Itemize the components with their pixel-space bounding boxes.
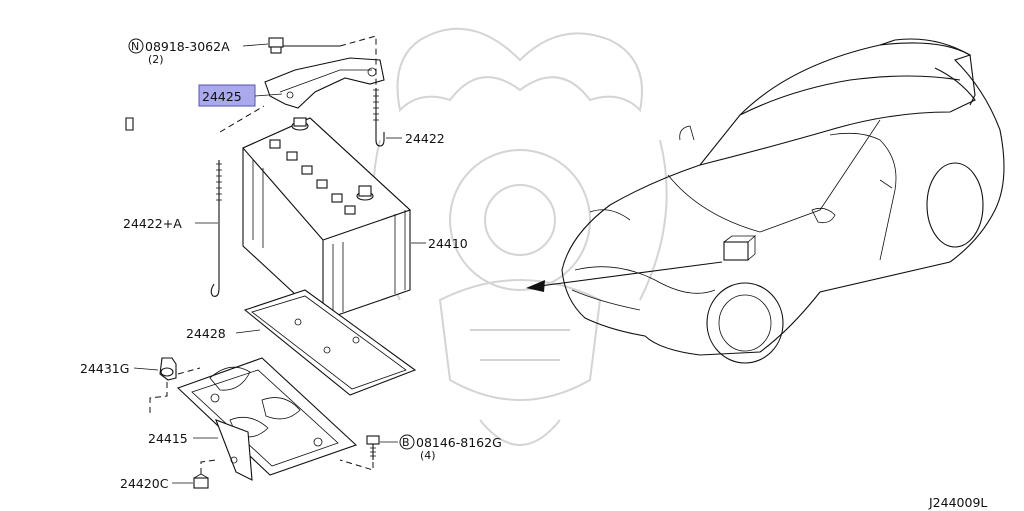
bolt-symbol-circle [399,434,415,450]
frame-dash-guide [219,35,377,133]
rod-lower-part-number[interactable]: 24422+A [123,216,182,231]
battery-tray[interactable] [243,289,417,396]
watermark-emblem [372,27,668,446]
bolt-part-number[interactable]: 08146-8162G [416,435,502,450]
nut-symbol: N [131,40,139,53]
bolt[interactable] [366,435,380,460]
nut-quantity: (2) [148,53,164,66]
lower-nut[interactable] [193,473,209,489]
nut-part[interactable] [268,37,340,54]
nut-part-number[interactable]: 08918-3062A [145,39,230,54]
bolt-dash-guide [339,459,374,471]
bracket-part-number[interactable]: 24415 [148,431,188,446]
tray-leader [235,329,261,334]
nut-symbol-circle [128,38,144,54]
tray-part-number[interactable]: 24428 [186,326,226,341]
drawing-id: J244009L [928,495,987,510]
lower-nut-dash-guide [200,459,217,474]
hold-down-frame[interactable] [264,57,385,109]
rod-upper-part-number[interactable]: 24422 [405,131,445,146]
hold-down-rod-upper[interactable] [373,88,385,147]
frame-label-highlight [198,84,256,107]
clip-leader [133,367,159,371]
frame-part-number[interactable]: 24425 [202,89,242,104]
battery-part-number[interactable]: 24410 [428,236,468,251]
vehicle-outline [561,38,1005,364]
frame-leader [254,93,283,97]
nut-leader [242,43,269,47]
location-arrow [526,261,723,292]
bolt-symbol: B [402,436,410,449]
bolt-quantity: (4) [420,449,436,462]
battery-bracket[interactable] [176,357,358,481]
battery[interactable] [125,117,412,321]
clip[interactable] [159,357,177,381]
hold-down-rod-lower[interactable] [210,160,222,297]
lower-nut-part-number[interactable]: 24420C [120,476,169,491]
clip-dash-guide [149,367,201,414]
clip-part-number[interactable]: 24431G [80,361,129,376]
